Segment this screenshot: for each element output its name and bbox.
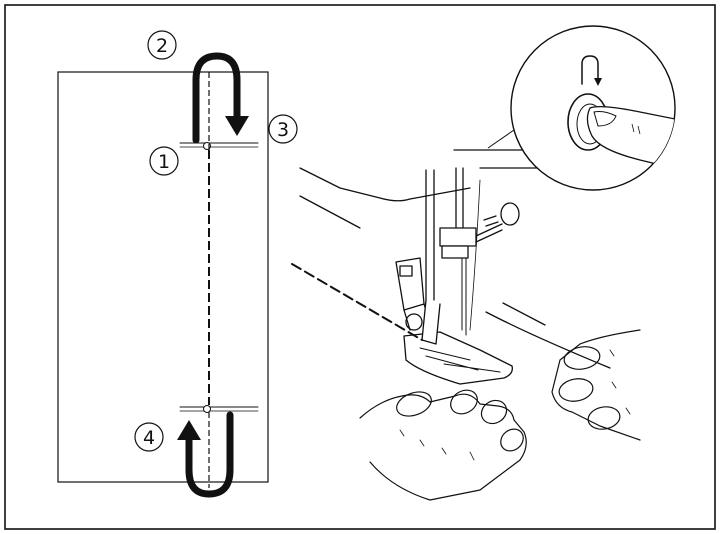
clamp-screw-head bbox=[500, 202, 520, 226]
finger-nail bbox=[593, 111, 617, 127]
right-finger-3 bbox=[587, 406, 621, 430]
machine-bed-line-2 bbox=[502, 302, 546, 326]
needle-clamp-lower bbox=[441, 245, 469, 259]
bottom-end-point bbox=[203, 405, 211, 413]
reverse-button-detail bbox=[487, 25, 676, 191]
step-label-2: 2 bbox=[147, 30, 177, 60]
step-2-text: 2 bbox=[156, 35, 168, 57]
step-label-3: 3 bbox=[268, 114, 298, 144]
clamp-screw bbox=[475, 223, 503, 243]
presser-foot bbox=[403, 331, 513, 385]
machine-bed-line bbox=[485, 311, 611, 369]
left-hand-palm bbox=[359, 393, 527, 501]
needle-clamp bbox=[439, 227, 477, 247]
sewing-machine bbox=[291, 149, 611, 385]
outer-frame bbox=[4, 4, 716, 530]
right-hand bbox=[551, 329, 641, 441]
arrow-down bbox=[225, 116, 249, 136]
holder-slot bbox=[399, 265, 413, 277]
detail-leader bbox=[487, 129, 515, 149]
right-finger-1 bbox=[563, 346, 601, 370]
top-reverse-loop bbox=[192, 52, 241, 144]
presser-foot-toe bbox=[419, 347, 501, 373]
machine-arm bbox=[299, 167, 471, 202]
holder-screw bbox=[405, 313, 423, 331]
step-label-1: 1 bbox=[149, 146, 179, 176]
knuckle-lines bbox=[399, 429, 475, 461]
fabric-stitch-line bbox=[291, 263, 423, 341]
right-finger-2 bbox=[558, 378, 594, 402]
step-label-4: 4 bbox=[134, 422, 164, 452]
left-hand bbox=[359, 389, 527, 501]
bottom-reverse-loop bbox=[185, 411, 234, 498]
right-hand-back bbox=[551, 329, 641, 441]
finger-4 bbox=[500, 428, 524, 452]
step-4-text: 4 bbox=[143, 427, 155, 449]
step-3-text: 3 bbox=[277, 119, 289, 141]
finger-3 bbox=[480, 399, 508, 425]
stitch-diagram: 2 3 1 4 bbox=[134, 30, 298, 498]
arrow-up bbox=[177, 420, 201, 440]
finger-1 bbox=[396, 391, 432, 417]
presser-bar bbox=[425, 169, 435, 301]
right-knuckles bbox=[609, 349, 631, 415]
machine-arm-2 bbox=[299, 195, 361, 229]
step-1-text: 1 bbox=[158, 151, 170, 173]
finger-crease bbox=[631, 123, 641, 135]
thread bbox=[469, 179, 481, 331]
presser-foot-shank bbox=[421, 299, 441, 345]
top-reverse-loop-inner bbox=[204, 84, 213, 142]
clamp-spring bbox=[483, 215, 499, 227]
reverse-stitch-icon bbox=[581, 55, 602, 86]
fabric-sheet bbox=[57, 71, 269, 483]
finger-2 bbox=[450, 389, 478, 415]
